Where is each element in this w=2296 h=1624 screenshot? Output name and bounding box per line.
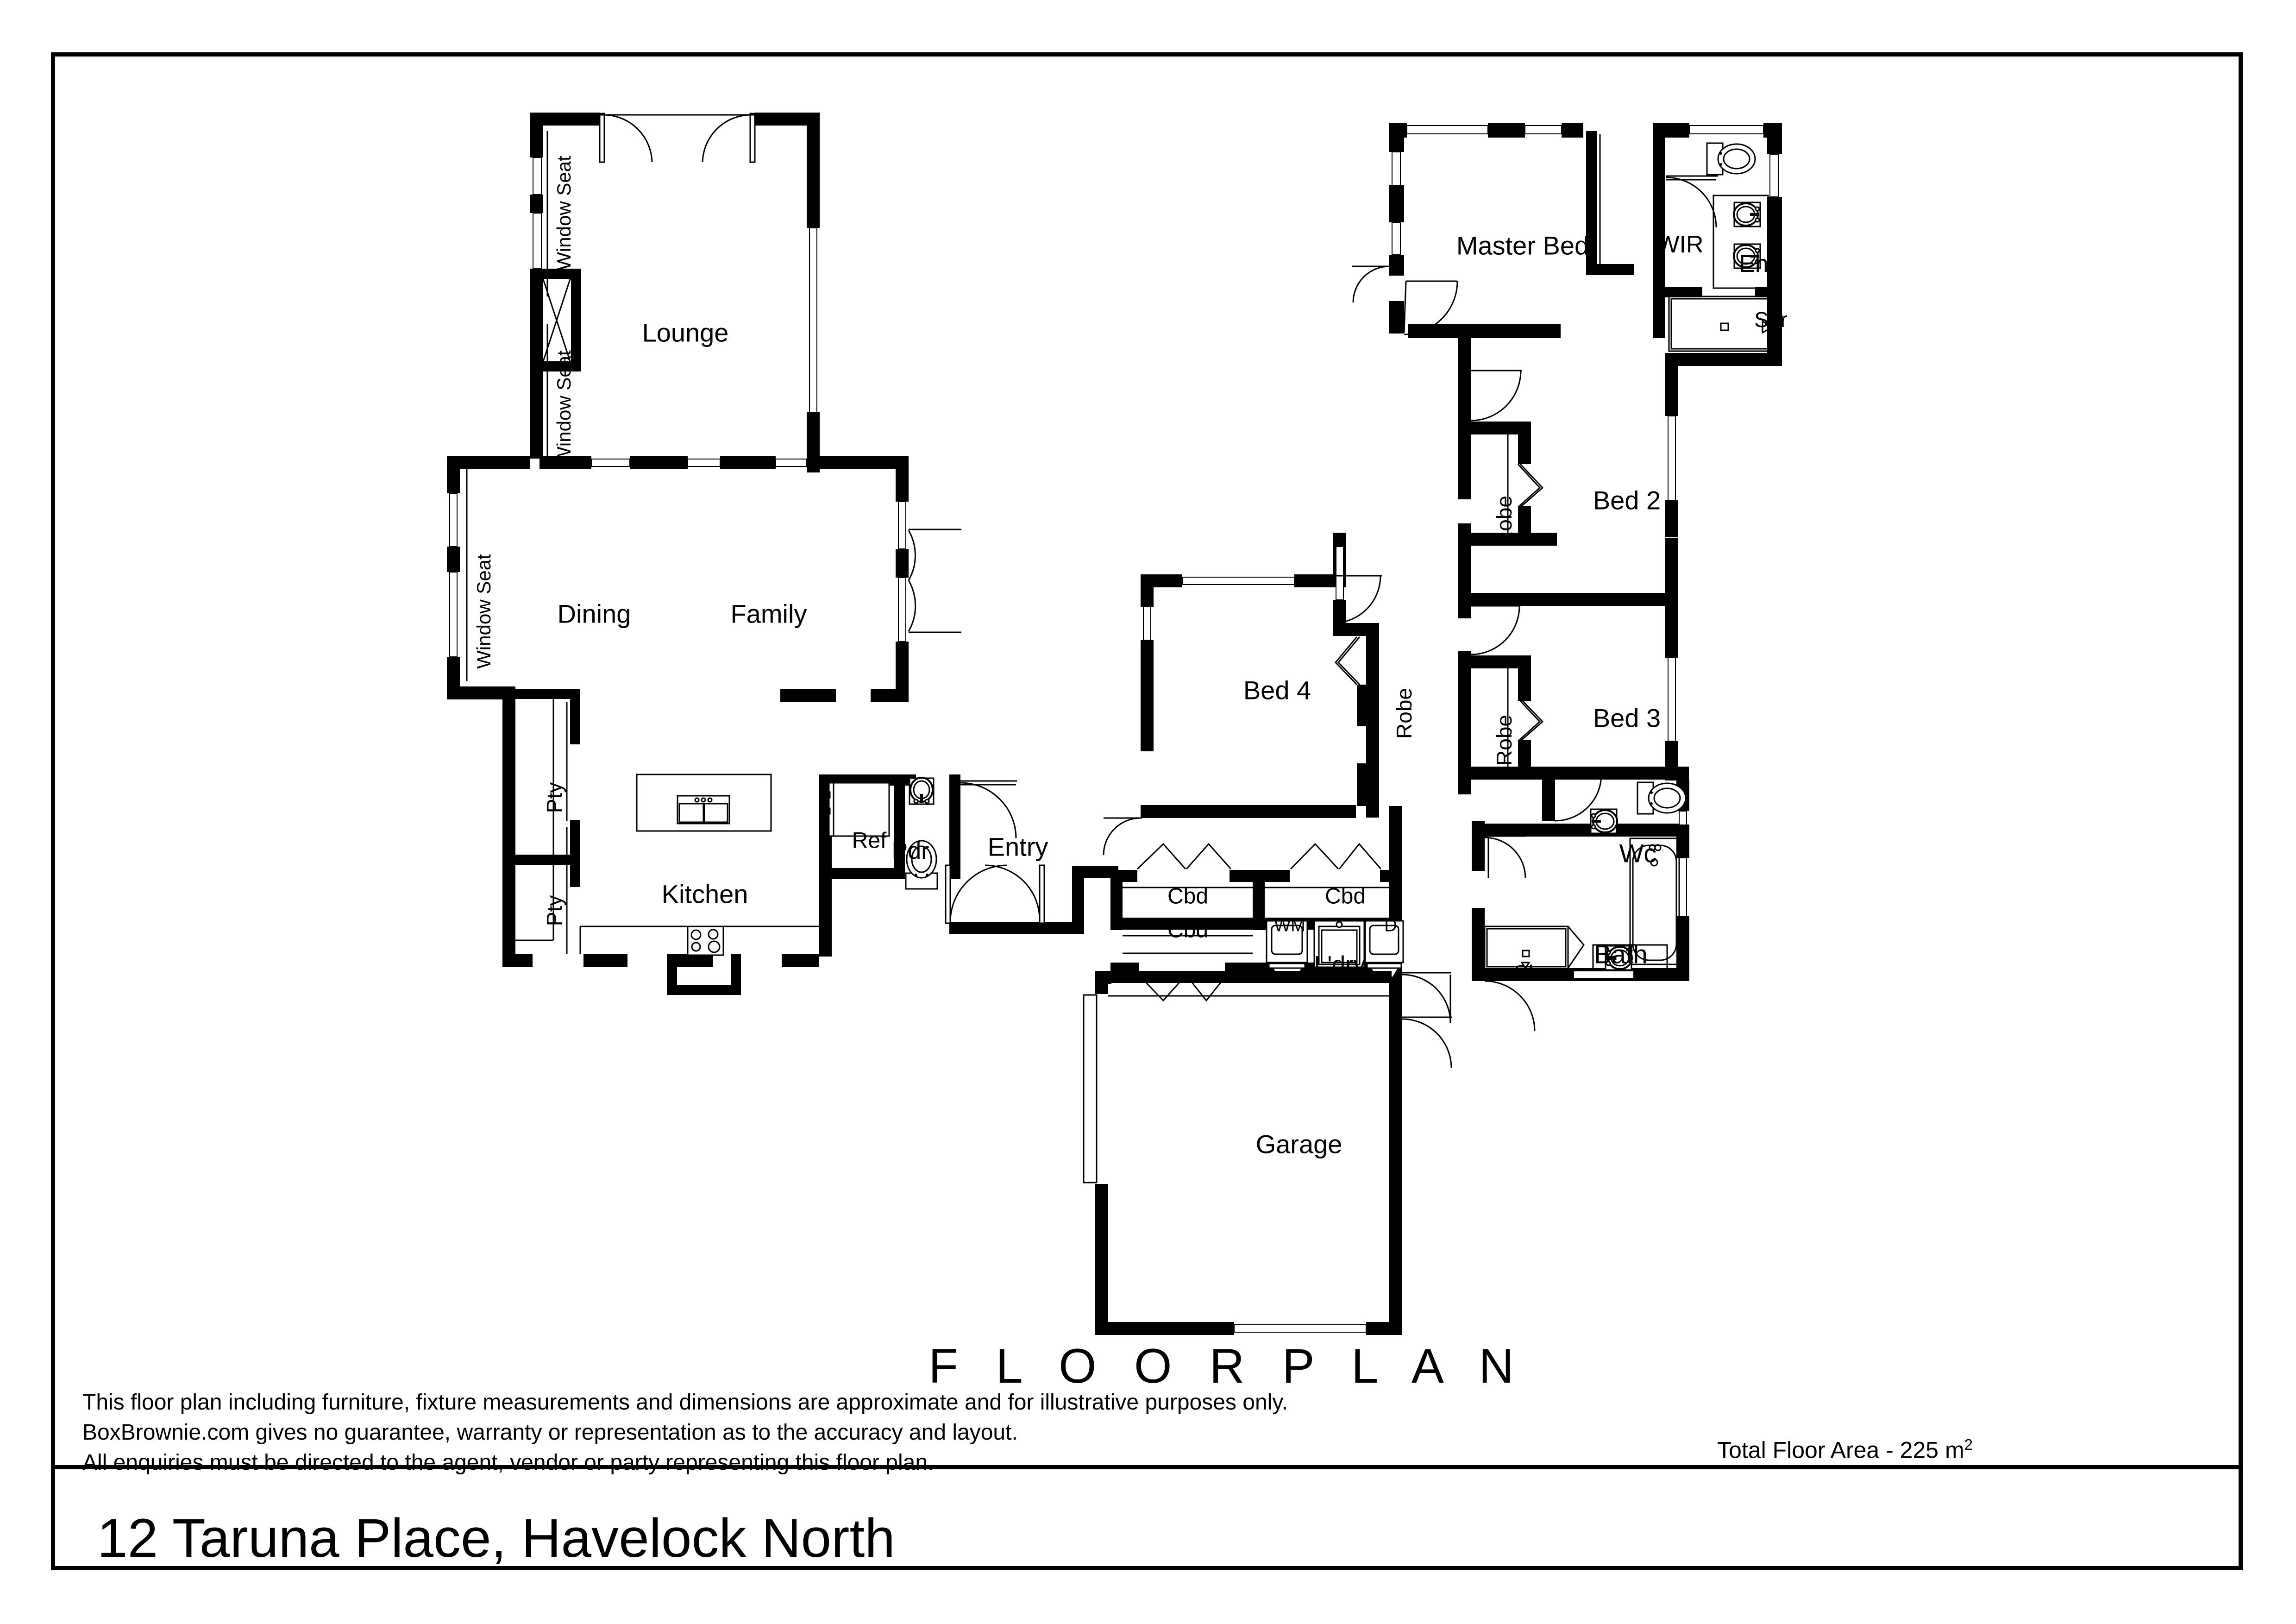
room-label-bath: Bath (1594, 939, 1648, 969)
room-label-shr-bath: Shr (1513, 961, 1549, 986)
room-label-bed2: Bed 2 (1593, 485, 1661, 515)
room-label-bed3: Bed 3 (1593, 703, 1661, 733)
room-label-kitchen: Kitchen (661, 879, 748, 909)
room-label-master-bed: Master Bed (1456, 231, 1589, 260)
room-label-lounge: Lounge (642, 318, 729, 347)
appliance-label-washing-machine: WM (1274, 916, 1305, 936)
disclaimer-line-3: All enquiries must be directed to the ag… (82, 1450, 934, 1475)
room-label-cbd-1: Cbd (1167, 884, 1209, 909)
room-label-pdr: Pdr (891, 837, 929, 864)
room-label-ens: Ens (1739, 251, 1781, 277)
room-label-pty-upper: Pty (542, 782, 566, 813)
room-label-ldry: L'dry (1314, 951, 1366, 978)
room-label-family: Family (730, 599, 807, 629)
room-label-wc: Wc (1619, 838, 1657, 868)
room-label-dining: Dining (557, 599, 631, 629)
property-address: 12 Taruna Place, Havelock North (97, 1508, 895, 1569)
room-label-wir: WIR (1656, 231, 1704, 258)
room-label-window-seat-dining: Window Seat (473, 554, 495, 669)
room-label-robe-bed4: Robe (1392, 688, 1416, 739)
room-label-window-seat-lounge-bottom: Window Seat (553, 350, 575, 465)
room-label-entry: Entry (987, 832, 1048, 862)
room-label-shr-ens: Shr (1754, 308, 1788, 332)
room-label-bed4: Bed 4 (1243, 675, 1311, 705)
page-border (51, 52, 2243, 1570)
room-label-garage: Garage (1255, 1129, 1342, 1159)
disclaimer-line-1: This floor plan including furniture, fix… (82, 1390, 1288, 1415)
title-divider (55, 1465, 2239, 1469)
room-label-ref: Ref (852, 828, 887, 853)
room-label-robe-bed2: Robe (1492, 496, 1516, 547)
room-label-window-seat-lounge-top: Window Seat (553, 156, 575, 271)
room-label-pty-lower: Pty (542, 895, 566, 926)
total-floor-area-label: Total Floor Area - 225 m (1717, 1437, 1964, 1463)
plan-title: F L O O R P L A N (928, 1339, 1526, 1393)
appliance-label-dryer: D (1384, 916, 1397, 936)
total-floor-area-exponent: 2 (1964, 1436, 1973, 1453)
room-label-cbd-3: Cbd (1167, 918, 1209, 943)
total-floor-area: Total Floor Area - 225 m2 (1717, 1436, 1973, 1464)
room-label-cbd-2: Cbd (1324, 884, 1366, 909)
room-label-robe-bed3: Robe (1492, 715, 1516, 766)
disclaimer-line-2: BoxBrownie.com gives no guarantee, warra… (82, 1420, 1018, 1445)
